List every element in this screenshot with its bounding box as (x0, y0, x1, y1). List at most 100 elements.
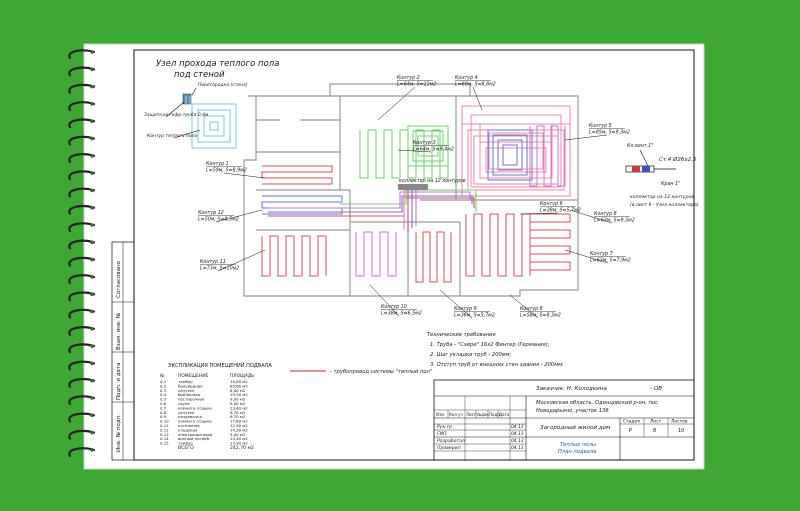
expl-row-no: 0.13 (160, 432, 169, 437)
explication-header-no: № (160, 373, 165, 379)
contour-spec: L=63м, S=7,9м2 (590, 258, 631, 264)
contour-name: Контур 5 (589, 123, 612, 129)
plan-porch (329, 83, 471, 96)
title-sheet-title-2: План подвала (558, 449, 596, 455)
stamp-inv-no: Инв. № подл. (116, 414, 122, 452)
expl-row-area: 12,90 м2 (230, 423, 248, 428)
spiral-hole (90, 223, 94, 227)
title-col-header: Лист (466, 412, 477, 417)
expl-row-no: 0.10 (160, 419, 169, 424)
expl-row-area: 14,30 м2 (230, 427, 248, 432)
contour-spec: L=38м, S=6,5м2 (381, 311, 422, 317)
contour-spec: L=38м, S=5,7м2 (540, 208, 581, 214)
spiral-hole (90, 448, 94, 452)
contour-spec: L=69м, S=8,8м2 (455, 82, 496, 88)
title-role-date: 04.13 (511, 438, 524, 444)
expl-row-room: котельная (178, 423, 200, 428)
pipe-serpentine (529, 125, 566, 187)
collector-return (642, 166, 650, 172)
spiral-hole (90, 240, 94, 245)
stamp-approved: Согласовано (116, 260, 122, 298)
contour-name: Контур 4 (455, 75, 478, 81)
expl-row-no: 0.3 (160, 388, 167, 393)
pipe-loop (492, 134, 528, 176)
collector-caption-2: (в.лист 9 - Узел коллектора) (630, 202, 699, 208)
expl-row-no: 0.6 (160, 401, 167, 406)
expl-row-room: электрощитовая (178, 432, 213, 437)
spiral-hole (90, 309, 94, 314)
title-address-2: Новодарьино, участок 136 (536, 408, 609, 414)
collector-valve-label: Кран 1" (661, 181, 680, 187)
detail-pipe-loop (185, 96, 237, 149)
contour-spec: L=64м, S=9,4м2 (413, 147, 454, 153)
spiral-hole (90, 119, 94, 123)
contour-name: Контур 2 (397, 75, 420, 81)
detail-sleeve-label: Защитная гофр-труба 0,4м (144, 112, 209, 118)
side-stamp: Инв. № подл. Подп. и дата Взам. инв. № С… (111, 241, 135, 461)
expl-row-no: 0.12 (160, 427, 169, 432)
collector-caption-1: коллектор на 12 контуров (630, 194, 694, 200)
partition-wall (182, 93, 192, 105)
detail-contour-label: Контур теплого пола (147, 133, 198, 139)
contour-leader (377, 86, 416, 121)
contour-leader (519, 212, 559, 215)
spiral-hole (90, 430, 94, 435)
expl-row-room: тамбур (178, 379, 193, 384)
spiral-hole (90, 50, 94, 54)
expl-row-room: постирочная (178, 397, 205, 402)
pipe-loop (497, 139, 523, 171)
spiral-hole (90, 292, 94, 297)
contour-name: Контур 9 (454, 306, 477, 312)
pipe-loop (470, 114, 562, 188)
detail-title: Узел прохода теплого пола (156, 59, 279, 69)
spiral-hole (90, 188, 94, 193)
contour-spec: L=63м, S=9,3м2 (594, 218, 635, 224)
title-role: Рук.гр (437, 424, 452, 430)
expl-row-no: 0.5 (160, 397, 167, 402)
spiral-hole (90, 413, 94, 418)
title-sheets: 10 (678, 428, 684, 434)
contour-leader (509, 294, 539, 319)
contour-spec: L=36м, S=5,7м2 (454, 313, 495, 319)
pipe-serpentine (359, 129, 449, 179)
contour-name: Контур 6 (540, 201, 563, 207)
collector-stub-label: Кл.вент.1" (627, 143, 654, 149)
pipe-loop (417, 135, 439, 157)
title-role: ГИП (437, 431, 447, 437)
expl-row-area: 8,00 м2 (230, 388, 246, 393)
pipe-loop (488, 132, 544, 170)
contour-leader (215, 209, 263, 223)
contour-spec: L=64м, S=11м2 (397, 82, 436, 88)
expl-row-area: 6,70 м2 (230, 414, 246, 419)
title-address-1: Московская область, Одинцовский р-он, по… (536, 400, 660, 406)
explication-title: ЭКСПЛИКАЦИЯ ПОМЕЩЕНИЙ ПОДВАЛА (168, 362, 272, 369)
spiral-hole (90, 136, 94, 141)
pipe-serpentine (261, 235, 327, 277)
legend-text: - трубопровод системы "теплый пол" (330, 369, 432, 375)
expl-row-no: 0.4 (160, 392, 167, 397)
expl-row-area: 14,40 м2 (230, 436, 248, 441)
contour-leader (564, 249, 609, 264)
legend: - трубопровод системы "теплый пол" (290, 369, 432, 375)
plan-outer-walls (243, 95, 579, 297)
spiral-hole (90, 171, 94, 175)
contour-leader (472, 86, 483, 111)
pipe-loop (412, 130, 444, 162)
expl-row-room: винный погреб (178, 436, 210, 441)
pipe-loop (502, 144, 518, 166)
title-role: Проверил (437, 445, 461, 451)
expl-row-no: 0.2 (160, 383, 167, 388)
title-project: Загородный жилой дом (540, 425, 611, 431)
expl-row-area: 8,00 м2 (230, 401, 246, 406)
title-role-date: 04.13 (511, 445, 524, 451)
heating-loops (261, 105, 571, 283)
contour-leader (397, 149, 432, 153)
expl-row-room: комната отдыха (178, 405, 212, 410)
expl-row-area: 13,90 м2 (230, 441, 248, 446)
contour-name: Контур 3 (413, 140, 436, 146)
title-role-date: 04.13 (511, 424, 524, 430)
contour-spec: L=58м, S=8,3м2 (520, 313, 561, 319)
